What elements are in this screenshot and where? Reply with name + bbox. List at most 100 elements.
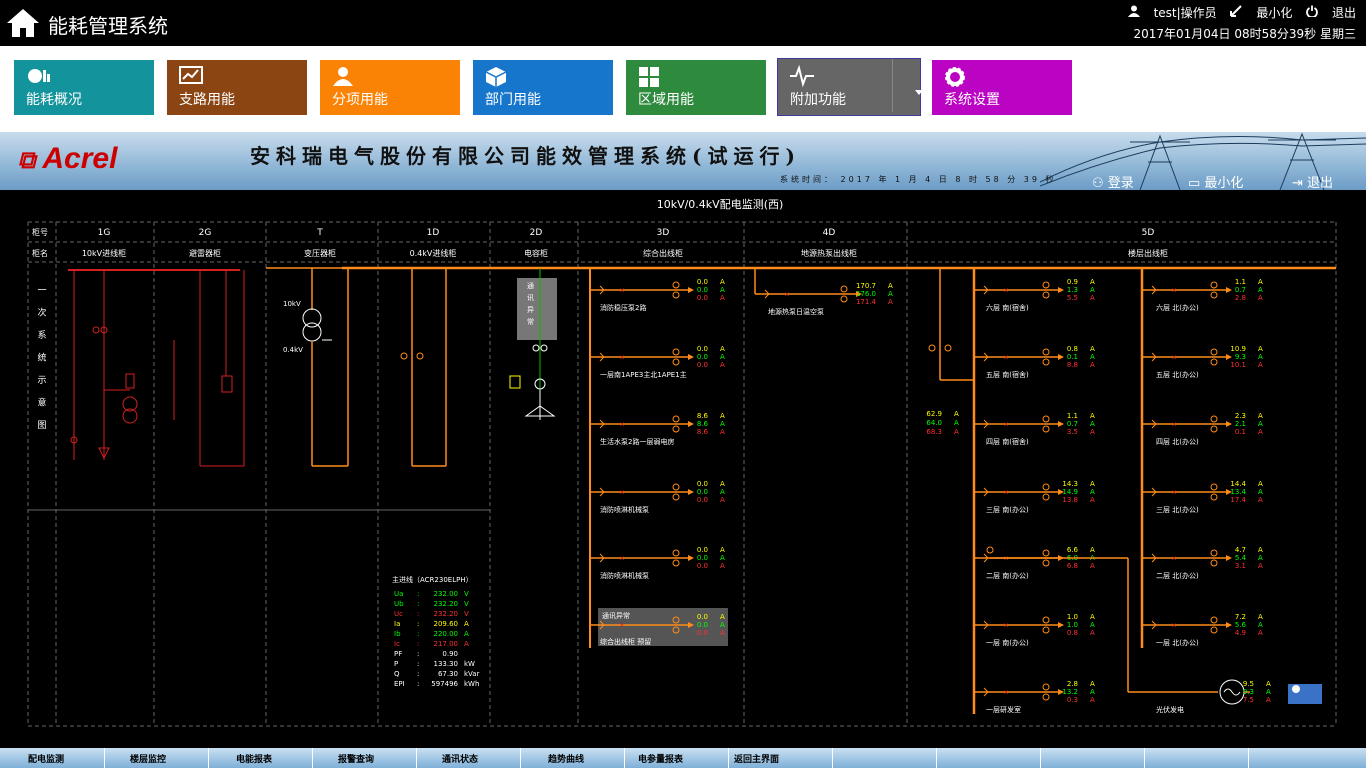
main-panel-unit: kWh <box>464 680 479 688</box>
feeder-5d-right-1-switch: × <box>1171 354 1177 362</box>
feeder-3d-5-name: 综合出线柜 预留 <box>600 637 651 646</box>
pv-unit: A <box>1266 680 1271 688</box>
feeder-5d-left-4-ia: 6.6 <box>1067 546 1079 554</box>
nav-extra-functions-button[interactable]: 附加功能 <box>777 58 923 116</box>
footer-item-0[interactable]: 配电监测 <box>28 755 65 765</box>
footer-item-3[interactable]: 报警查询 <box>338 755 375 765</box>
feeder-5d-right-0-unit: A <box>1258 294 1263 302</box>
feeder-5d-left-4-unit: A <box>1090 562 1095 570</box>
feeder-3d-1-arrow <box>688 354 694 360</box>
feeder-5d-right-1-unit: A <box>1258 361 1263 369</box>
side-label-char: 图 <box>37 420 46 431</box>
feeder-5d-left-5-arrow <box>1058 622 1064 628</box>
ct <box>986 546 994 554</box>
user-menu[interactable]: test|操作员 <box>1127 5 1217 20</box>
footer-item-5[interactable]: 趋势曲线 <box>548 755 585 765</box>
datetime: 2017年01月04日 08时58分39秒 星期三 <box>1133 27 1356 41</box>
nav-label: 部门用能 <box>485 92 541 108</box>
footer-separator <box>728 748 729 768</box>
feeder-3d-1-ct <box>672 348 680 356</box>
feeder-5d-right-1-breaker <box>1151 352 1157 362</box>
feeder-3d-3-arrow <box>688 489 694 495</box>
logout-button[interactable]: 退出 <box>1306 5 1356 20</box>
banner-minimize-button[interactable]: ▭ 最小化 <box>1188 176 1244 191</box>
feeder-5d-right-4-breaker <box>1151 553 1157 563</box>
feeder-5d-left-1-ct <box>1042 358 1050 366</box>
feeder-5d-left-1-ib: 0.1 <box>1067 353 1078 361</box>
nav-label: 区域用能 <box>638 92 694 108</box>
feeder-3d-2-breaker <box>599 419 605 429</box>
feeder-5d-right-4-unit: A <box>1258 546 1263 554</box>
feeder-3d-3-unit: A <box>720 480 725 488</box>
5d-inlet-unit: A <box>954 410 959 418</box>
main-panel-unit: A <box>464 630 469 638</box>
feeder-5d-left-3-unit: A <box>1090 488 1095 496</box>
footer-item-4[interactable]: 通讯状态 <box>442 755 479 765</box>
feeder-5d-right-5-name: 一层 北(办公) <box>1156 638 1199 647</box>
feeder-5d-left-0-ic: 5.5 <box>1067 294 1078 302</box>
feeder-5d-left-6-ct <box>1042 693 1050 701</box>
1g-fuse <box>125 373 135 389</box>
feeder-4d-breaker <box>764 289 770 299</box>
nav-branch-energy-button[interactable]: 支路用能 <box>167 60 307 115</box>
footer-item-1[interactable]: 楼层监控 <box>130 755 167 765</box>
footer-item-7[interactable]: 返回主界面 <box>734 755 780 765</box>
pv-unit: A <box>1266 696 1271 704</box>
main-panel-key: Ia <box>394 620 400 628</box>
feeder-5d-left-2-unit: A <box>1090 420 1095 428</box>
feeder-5d-left-2-name: 四层 南(宿舍) <box>986 437 1029 446</box>
minimize-button[interactable]: 最小化 <box>1230 5 1292 20</box>
side-label-char: 意 <box>37 397 46 409</box>
cabinet-no-1G: 1G <box>98 228 111 238</box>
feeder-3d-2-name: 生活水泵2路一层弱电房 <box>600 437 674 446</box>
home-icon[interactable] <box>6 8 40 38</box>
feeder-3d-0-ia: 0.0 <box>697 278 708 286</box>
feeder-5d-right-0-switch: × <box>1171 287 1177 295</box>
1g-ground-arrow <box>98 447 110 460</box>
feeder-5d-right-1-ic: 10.1 <box>1230 361 1246 369</box>
main-panel-key: Ib <box>394 630 401 638</box>
feeder-5d-left-3-unit: A <box>1090 496 1095 504</box>
feeder-3d-3-ct <box>672 493 680 501</box>
main-panel-value: 217.00 <box>434 640 459 648</box>
nav-area-energy-button[interactable]: 区域用能 <box>626 60 766 115</box>
feeder-5d-left-2-breaker <box>983 419 989 429</box>
footer-item-2[interactable]: 电能报表 <box>236 755 273 765</box>
main-panel-unit: V <box>464 600 469 608</box>
footer-item-6[interactable]: 电参量报表 <box>638 755 684 765</box>
user-area: test|操作员 最小化 退出 2017年01月04日 08时58分39秒 星期… <box>1118 4 1356 42</box>
nav-energy-overview-button[interactable]: 能耗概况 <box>14 60 154 115</box>
feeder-5d-right-2-ic: 0.1 <box>1235 428 1246 436</box>
icon-cube <box>485 67 507 87</box>
feeder-3d-4-ct <box>672 549 680 557</box>
nav-department-energy-button[interactable]: 部门用能 <box>473 60 613 115</box>
feeder-5d-right-4-ic: 3.1 <box>1235 562 1246 570</box>
transformer-lv-label: 0.4kV <box>283 346 303 354</box>
feeder-4d-switch: × <box>784 291 790 299</box>
feeder-5d-right-1-ct <box>1210 358 1218 366</box>
main-panel-unit: V <box>464 610 469 618</box>
feeder-4d-unit: A <box>888 298 893 306</box>
feeder-3d-0-switch: × <box>619 287 625 295</box>
nav-band: 能耗概况支路用能分项用能 部门用能 区域用能 附加功能系统设置 <box>0 46 1366 132</box>
feeder-5d-left-0-ia: 0.9 <box>1067 278 1078 286</box>
feeder-5d-right-0-ct <box>1210 281 1218 289</box>
cabinet-no-2D: 2D <box>530 228 543 238</box>
feeder-3d-3-ic: 0.0 <box>697 496 708 504</box>
logout-label: 退出 <box>1331 6 1356 20</box>
main-panel-key: P <box>394 660 398 668</box>
feeder-5d-left-4-ct <box>1042 559 1050 567</box>
main-panel-key: Uc <box>394 610 403 618</box>
top-bar: 能耗管理系统 test|操作员 最小化 退出 2017年01月04日 08时58… <box>0 0 1366 46</box>
feeder-5d-left-3-name: 三层 南(办公) <box>986 505 1029 514</box>
feeder-5d-right-5-unit: A <box>1258 629 1263 637</box>
feeder-3d-1-ic: 0.0 <box>697 361 708 369</box>
dropdown-toggle[interactable] <box>892 59 923 112</box>
nav-item-energy-button[interactable]: 分项用能 <box>320 60 460 115</box>
banner-login-button[interactable]: ⚇ 登录 <box>1092 176 1134 191</box>
main-panel-key: PF <box>394 650 402 658</box>
nav-system-settings-button[interactable]: 系统设置 <box>932 60 1072 115</box>
nav-label: 分项用能 <box>332 92 388 108</box>
feeder-4d-ib: 176.0 <box>856 290 876 298</box>
banner-logout-button[interactable]: ⇥ 退出 <box>1292 176 1334 191</box>
